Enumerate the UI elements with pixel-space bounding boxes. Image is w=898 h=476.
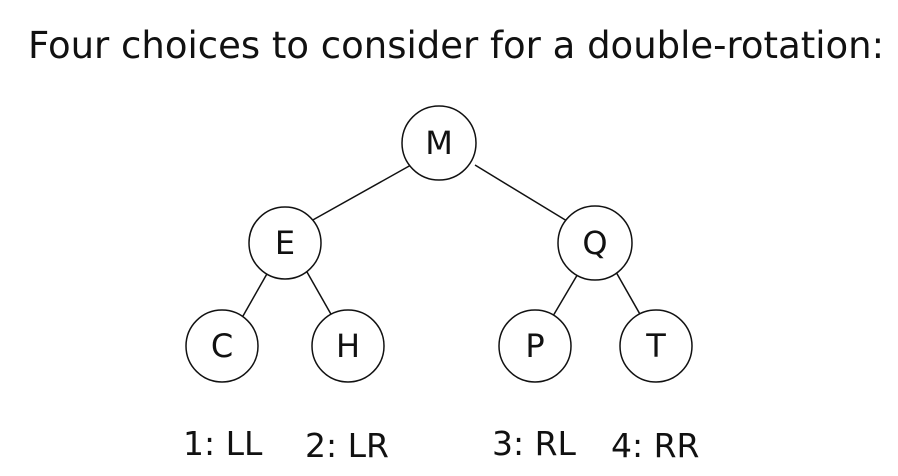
case-label-lr: 2: LR — [305, 426, 389, 465]
node-label: H — [336, 327, 360, 365]
node-label: P — [525, 327, 544, 365]
node-circle — [185, 309, 259, 383]
node-label: E — [275, 224, 295, 262]
case-label-rr: 4: RR — [611, 426, 700, 465]
edge-e-h — [306, 271, 333, 317]
edge-q-p — [552, 271, 580, 317]
node-label: C — [211, 327, 233, 365]
tree-node-e: E — [248, 206, 322, 280]
node-label: Q — [582, 224, 607, 262]
node-circle — [311, 309, 385, 383]
node-circle — [557, 205, 633, 281]
edge-m-q — [474, 164, 568, 222]
tree-node-c: C — [185, 309, 259, 383]
node-label: M — [425, 124, 453, 162]
tree-node-t: T — [619, 309, 693, 383]
tree-edges — [242, 164, 642, 317]
tree-node-q: Q — [557, 205, 633, 281]
case-label-ll: 1: LL — [183, 424, 263, 463]
case-label-rl: 3: RL — [492, 424, 576, 463]
edge-e-c — [242, 271, 269, 317]
tree-node-p: P — [498, 309, 572, 383]
edge-q-t — [615, 271, 642, 317]
page-title: Four choices to consider for a double-ro… — [28, 24, 885, 67]
node-circle — [498, 309, 572, 383]
tree-node-m: M — [401, 105, 477, 181]
node-circle — [248, 206, 322, 280]
node-label: T — [645, 327, 666, 365]
node-circle — [619, 309, 693, 383]
edge-m-e — [310, 164, 412, 222]
tree-node-h: H — [311, 309, 385, 383]
node-circle — [401, 105, 477, 181]
